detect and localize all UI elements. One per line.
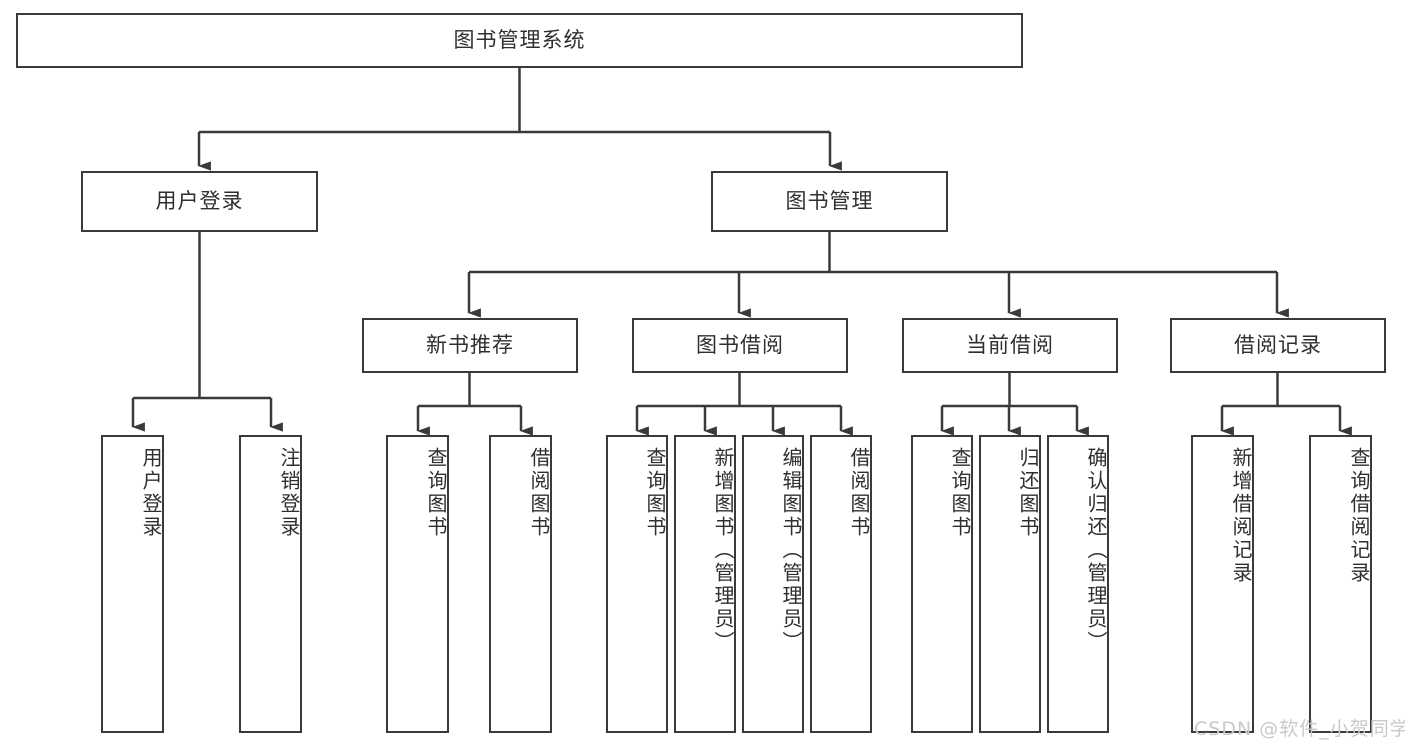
leaf-book-borrow-edit-book-admin[interactable]: 编辑图书（管理员） — [742, 435, 804, 733]
node-label: 查询图书 — [948, 447, 972, 539]
leaf-user-login-logout[interactable]: 注销登录 — [239, 435, 302, 733]
node-label: 注销登录 — [277, 447, 301, 539]
node-label: 图书管理 — [785, 188, 874, 213]
node-label: 编辑图书（管理员） — [779, 447, 803, 654]
leaf-borrow-record-add-record[interactable]: 新增借阅记录 — [1191, 435, 1254, 733]
node-label: 新书推荐 — [426, 332, 514, 357]
node-book-borrow[interactable]: 图书借阅 — [632, 318, 848, 373]
leaf-user-login-login[interactable]: 用户登录 — [101, 435, 164, 733]
node-label: 用户登录 — [155, 188, 244, 213]
node-label: 图书管理系统 — [453, 27, 586, 52]
leaf-current-borrow-return-book[interactable]: 归还图书 — [979, 435, 1041, 733]
node-book-management[interactable]: 图书管理 — [711, 171, 948, 232]
leaf-borrow-record-query-record[interactable]: 查询借阅记录 — [1309, 435, 1372, 733]
leaf-book-borrow-query-book[interactable]: 查询图书 — [606, 435, 668, 733]
leaf-new-book-query-book[interactable]: 查询图书 — [386, 435, 449, 733]
node-label: 新增借阅记录 — [1229, 447, 1253, 585]
node-user-login[interactable]: 用户登录 — [81, 171, 318, 232]
node-current-borrow[interactable]: 当前借阅 — [902, 318, 1118, 373]
node-label: 查询借阅记录 — [1347, 447, 1371, 585]
node-label: 归还图书 — [1016, 447, 1040, 539]
node-label: 查询图书 — [643, 447, 667, 539]
node-label: 借阅图书 — [847, 447, 871, 539]
node-label: 借阅图书 — [527, 447, 551, 539]
leaf-current-borrow-query-book[interactable]: 查询图书 — [911, 435, 973, 733]
node-new-book-recommend[interactable]: 新书推荐 — [362, 318, 578, 373]
leaf-new-book-borrow-book[interactable]: 借阅图书 — [489, 435, 552, 733]
node-root-book-management-system[interactable]: 图书管理系统 — [16, 13, 1023, 68]
node-label: 新增图书（管理员） — [711, 447, 735, 654]
node-label: 确认归还（管理员） — [1084, 447, 1108, 654]
watermark-text: CSDN @软件_小贺同学 — [1194, 718, 1405, 740]
node-label: 查询图书 — [424, 447, 448, 539]
node-borrow-record[interactable]: 借阅记录 — [1170, 318, 1386, 373]
leaf-book-borrow-borrow-book[interactable]: 借阅图书 — [810, 435, 872, 733]
leaf-book-borrow-add-book-admin[interactable]: 新增图书（管理员） — [674, 435, 736, 733]
node-label: 当前借阅 — [966, 332, 1054, 357]
node-label: 用户登录 — [139, 447, 163, 539]
node-label: 图书借阅 — [696, 332, 784, 357]
leaf-current-borrow-confirm-return-admin[interactable]: 确认归还（管理员） — [1047, 435, 1109, 733]
node-label: 借阅记录 — [1234, 332, 1322, 357]
